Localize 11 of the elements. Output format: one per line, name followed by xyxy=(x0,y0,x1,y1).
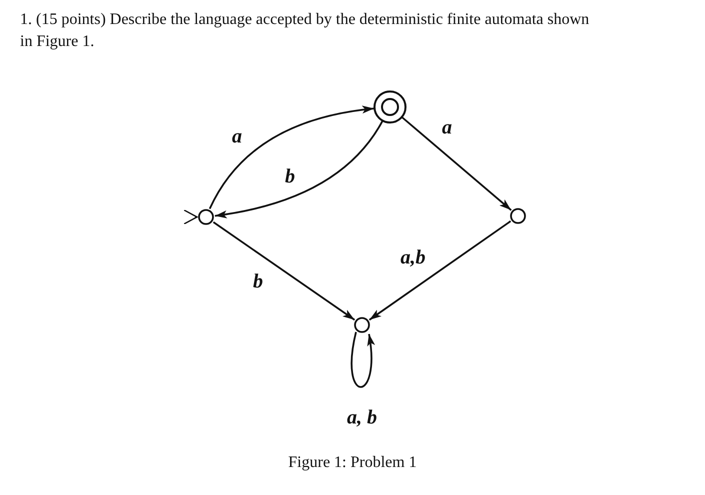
transition-arrow xyxy=(214,120,384,218)
question-text: 1. (15 points) Describe the language accepted by the deterministic finite automata shown in Figure 1. xyxy=(20,10,590,52)
transition-arrow xyxy=(350,332,375,388)
transition-arrow xyxy=(402,116,512,211)
edge-label: a,b xyxy=(398,246,428,270)
transition-arrow xyxy=(208,106,374,210)
start-arrow xyxy=(183,209,198,225)
transition-arrow xyxy=(212,221,356,321)
transition-arrow xyxy=(368,220,512,321)
edge-label: a, b xyxy=(345,406,379,430)
figure-caption: Figure 1: Problem 1 xyxy=(287,454,418,472)
